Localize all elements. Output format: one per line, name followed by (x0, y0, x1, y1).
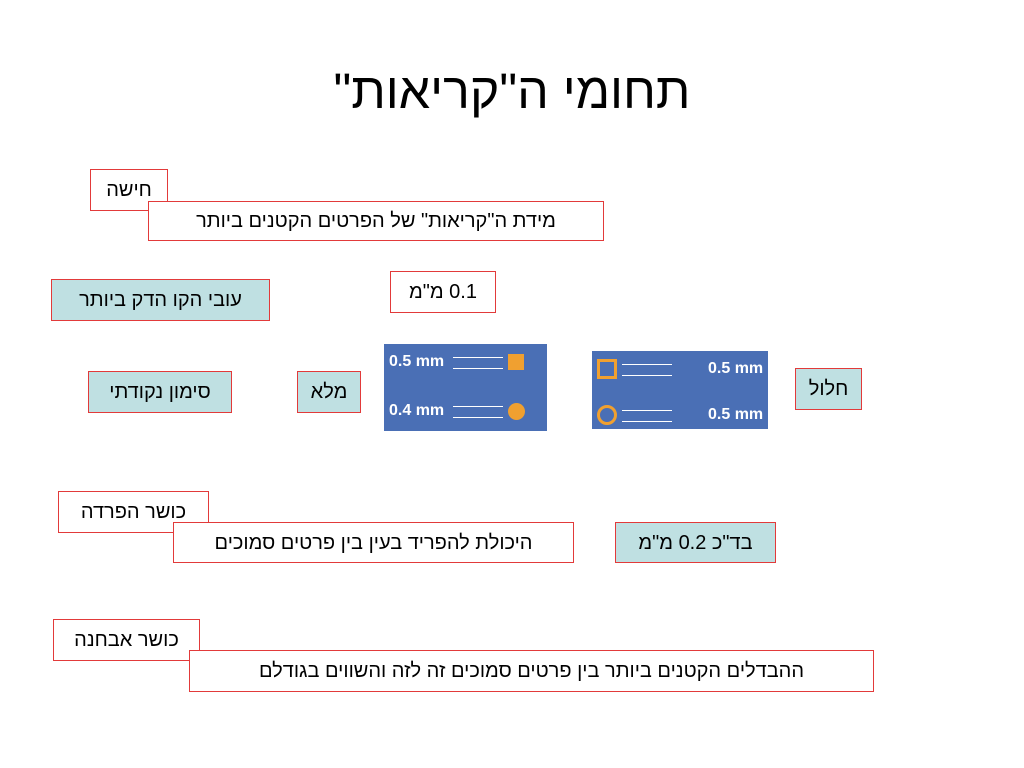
discrimination-definition: ההבדלים הקטנים ביותר בין פרטים סמוכים זה… (189, 650, 874, 692)
hollow-label: חלול (795, 368, 862, 410)
line-thickness-value: 0.1 מ"מ (390, 271, 496, 313)
line-thickness-label: עובי הקו הדק ביותר (51, 279, 270, 321)
legend-lines (622, 409, 672, 422)
sensitivity-definition: מידת ה"קריאות" של הפרטים הקטנים ביותר (148, 201, 604, 241)
page-title: תחומי ה"קריאות" (333, 63, 691, 119)
sensitivity-label: חישה (90, 169, 168, 211)
legend-row-circle: 0.5 mm (597, 405, 763, 425)
filled-symbol-legend: 0.5 mm 0.4 mm (384, 344, 547, 431)
legend-size-label: 0.5 mm (389, 353, 445, 370)
filled-circle-icon (508, 402, 526, 420)
legend-size-label: 0.5 mm (708, 360, 764, 377)
separation-definition: היכולת להפריד בעין בין פרטים סמוכים (173, 522, 574, 563)
legend-row-square: 0.5 mm (389, 353, 525, 371)
discrimination-label: כושר אבחנה (53, 619, 200, 661)
hollow-square-icon (597, 359, 617, 379)
filled-square-icon (508, 354, 525, 370)
legend-size-label: 0.4 mm (389, 402, 445, 419)
legend-lines (453, 405, 504, 418)
filled-label: מלא (297, 371, 361, 413)
legend-size-label: 0.5 mm (708, 406, 764, 423)
hollow-symbol-legend: 0.5 mm 0.5 mm (592, 351, 768, 429)
separation-value: בד"כ 0.2 מ"מ (615, 522, 776, 563)
legend-row-square: 0.5 mm (597, 359, 763, 379)
legend-lines (453, 356, 504, 369)
point-symbol-label: סימון נקודתי (88, 371, 232, 413)
legend-row-circle: 0.4 mm (389, 402, 526, 420)
legend-lines (622, 363, 672, 376)
hollow-circle-icon (597, 405, 617, 425)
